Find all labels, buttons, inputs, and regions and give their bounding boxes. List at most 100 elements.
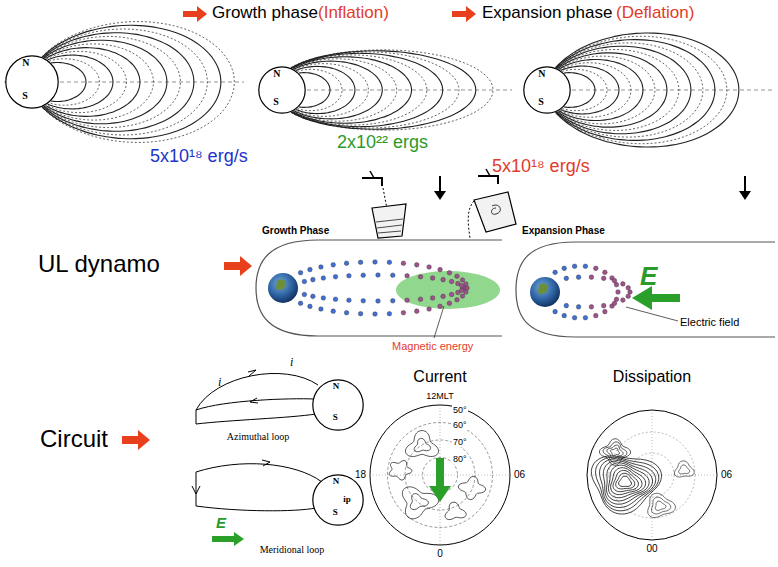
field-line — [292, 53, 443, 126]
meridian-line — [587, 410, 717, 540]
tap — [478, 176, 498, 184]
field-line — [555, 33, 738, 147]
plasma-dot — [441, 294, 446, 299]
field-line — [295, 64, 369, 117]
plasma-dot — [612, 301, 617, 306]
plasma-dot — [414, 263, 419, 268]
dissipation-contour — [591, 456, 661, 514]
plasma-dot — [430, 296, 435, 301]
flux-loop — [298, 260, 469, 317]
plasma-dot — [302, 292, 307, 297]
plasma-dot — [441, 277, 446, 282]
plasma-dot — [358, 311, 363, 316]
plasma-dot — [308, 267, 313, 272]
plasma-dot — [612, 278, 617, 283]
latitude-label: 60° — [452, 420, 468, 430]
field-line — [559, 59, 643, 120]
bucket — [474, 192, 516, 232]
meridian-line — [370, 405, 510, 545]
earth — [530, 277, 560, 307]
dissipation-contour — [655, 501, 666, 510]
sketch-caption: Azimuthal loop — [227, 431, 290, 443]
pole-label: N — [273, 68, 280, 79]
leader-line — [434, 306, 444, 338]
pole-label: N — [333, 477, 340, 487]
current-symbol: i — [290, 356, 293, 370]
earth-disc — [313, 380, 363, 430]
current-sheet — [196, 464, 322, 482]
phase-subtitle: (Inflation) — [318, 3, 389, 23]
plasma-dot — [593, 313, 598, 318]
plasma-dot — [553, 270, 558, 275]
plasma-dot — [447, 301, 452, 306]
flux-loop — [302, 273, 465, 304]
plasma-dot — [576, 275, 581, 280]
pole-label: ip — [343, 495, 351, 505]
earth-land — [538, 284, 548, 295]
stored-energy: 2x10²² ergs — [336, 132, 429, 153]
current-arrowhead — [262, 460, 270, 466]
magnetosphere-outline — [516, 242, 775, 337]
plasma-dot — [464, 282, 469, 287]
plasma-dot — [390, 299, 395, 304]
plasma-dot — [564, 303, 569, 308]
plasma-dot — [298, 301, 303, 306]
earth-disc — [6, 56, 58, 108]
time-label: 0 — [437, 548, 443, 560]
swirl — [492, 205, 501, 214]
time-label: 18 — [355, 469, 366, 481]
current-contour — [405, 431, 438, 457]
dissipation-contour — [599, 439, 630, 466]
plasma-dot — [564, 276, 569, 281]
earth-outline — [258, 66, 306, 114]
sketch-caption: Meridional loop — [260, 544, 325, 556]
earth-outline — [5, 55, 59, 109]
time-label: 06 — [721, 469, 732, 481]
plasma-dot — [589, 275, 594, 280]
field-line — [293, 59, 396, 121]
plasma-dot — [298, 270, 303, 275]
field-line-panel — [258, 50, 512, 130]
field-line — [42, 22, 234, 143]
plasma-dot — [576, 305, 581, 310]
pole-label: N — [333, 382, 340, 392]
earth-circle: NipS — [312, 474, 364, 526]
dissipation-contour — [613, 470, 638, 491]
tap — [362, 178, 382, 186]
current-sheet — [196, 472, 197, 506]
plasma-dot — [331, 263, 336, 268]
plasma-dot — [414, 309, 419, 314]
earth-outline — [523, 66, 571, 114]
field-line — [558, 56, 655, 124]
magnetosphere-outline — [256, 240, 502, 336]
plasma-dot — [311, 277, 316, 282]
plasma-dot — [438, 267, 443, 272]
plasma-dot — [553, 309, 558, 314]
bucket-filling — [362, 171, 406, 238]
plasma-dot — [628, 290, 633, 295]
plasma-dot — [593, 266, 598, 271]
plasma-dot — [447, 270, 452, 275]
plasma-dot — [302, 279, 307, 284]
pole-label: S — [333, 508, 338, 518]
plasma-dot — [321, 276, 326, 281]
field-line — [291, 52, 459, 128]
magnetic-energy-region — [396, 271, 500, 309]
plasma-dot — [405, 273, 410, 278]
field-line — [558, 53, 667, 127]
plasma-dot — [333, 297, 338, 302]
down-arrow — [434, 191, 446, 200]
bucket-pouring — [468, 169, 516, 238]
panel-title: Growth Phase — [262, 225, 329, 237]
tap-handle — [370, 171, 374, 178]
plasma-dot — [460, 294, 465, 299]
plasma-dot — [455, 274, 460, 279]
field-line — [292, 55, 427, 125]
earth-disc — [313, 475, 363, 525]
field-line — [556, 36, 727, 143]
current-contour — [414, 438, 430, 451]
plasma-dot — [387, 260, 392, 265]
time-label: 00 — [646, 543, 657, 555]
plasma-dot — [390, 273, 395, 278]
plasma-dot — [418, 274, 423, 279]
